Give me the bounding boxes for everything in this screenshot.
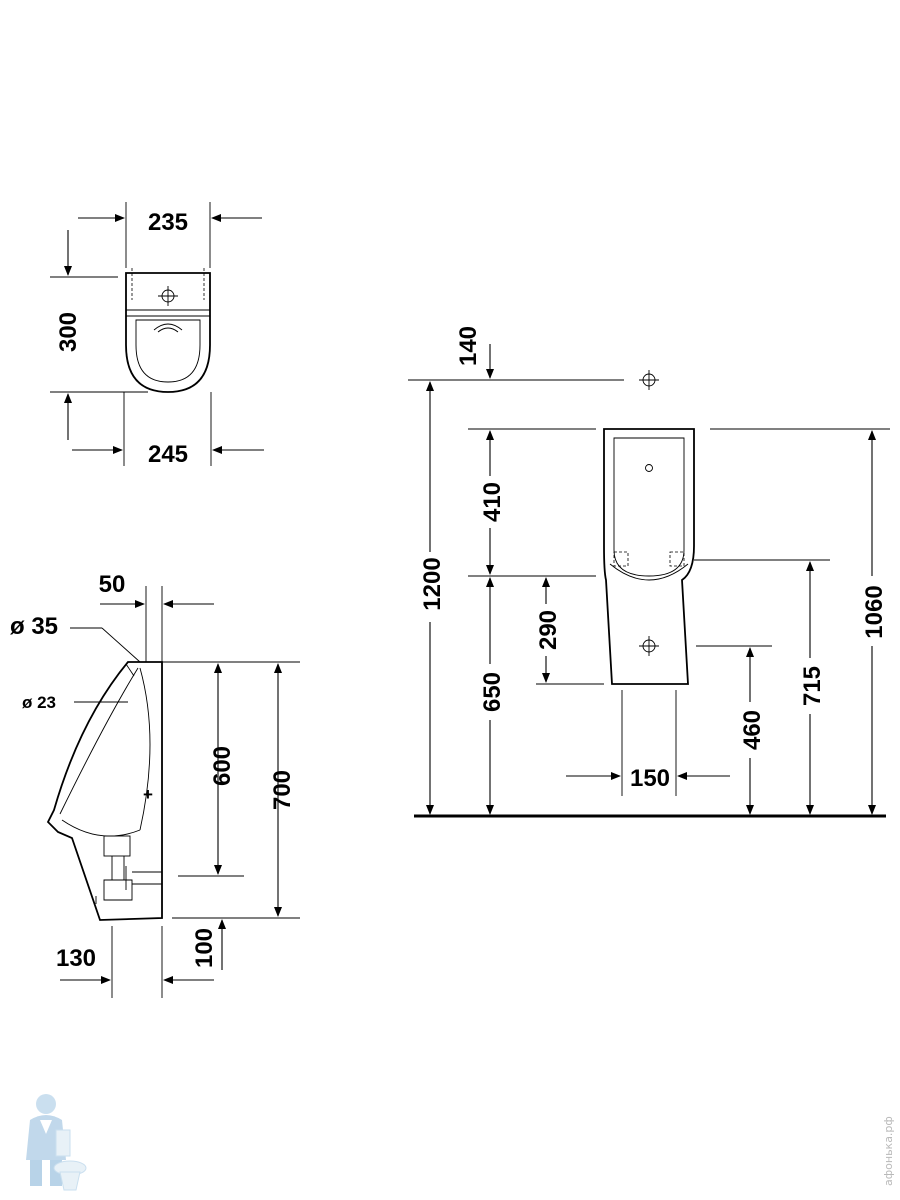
dim-235: 235 <box>148 209 188 236</box>
watermark-text: афонька.рф <box>882 1116 895 1186</box>
svg-text:+: + <box>143 785 153 804</box>
top-view: 235 300 245 <box>50 202 264 468</box>
dim-300: 300 <box>55 312 82 352</box>
front-view: 140 1200 410 290 650 150 <box>408 326 890 818</box>
label-spreader-diameter: ø 23 <box>22 693 56 712</box>
side-view: + 50 ø 35 ø 23 600 700 130 100 <box>10 571 300 998</box>
dim-1060: 1060 <box>861 585 888 638</box>
dim-410: 410 <box>479 482 506 522</box>
dim-650: 650 <box>479 672 506 712</box>
dim-130: 130 <box>56 945 96 972</box>
dim-150: 150 <box>630 765 670 792</box>
dim-140: 140 <box>455 326 482 366</box>
dim-460: 460 <box>739 710 766 750</box>
dim-1200: 1200 <box>419 557 446 610</box>
dim-600: 600 <box>209 746 236 786</box>
dim-100: 100 <box>191 928 218 968</box>
label-inlet-diameter: ø 35 <box>10 613 58 640</box>
dim-700: 700 <box>269 770 296 810</box>
dim-245: 245 <box>148 441 188 468</box>
plumber-with-toilet-logo <box>26 1094 87 1191</box>
dim-715: 715 <box>799 666 826 706</box>
dim-290: 290 <box>535 610 562 650</box>
dim-50: 50 <box>99 571 126 598</box>
